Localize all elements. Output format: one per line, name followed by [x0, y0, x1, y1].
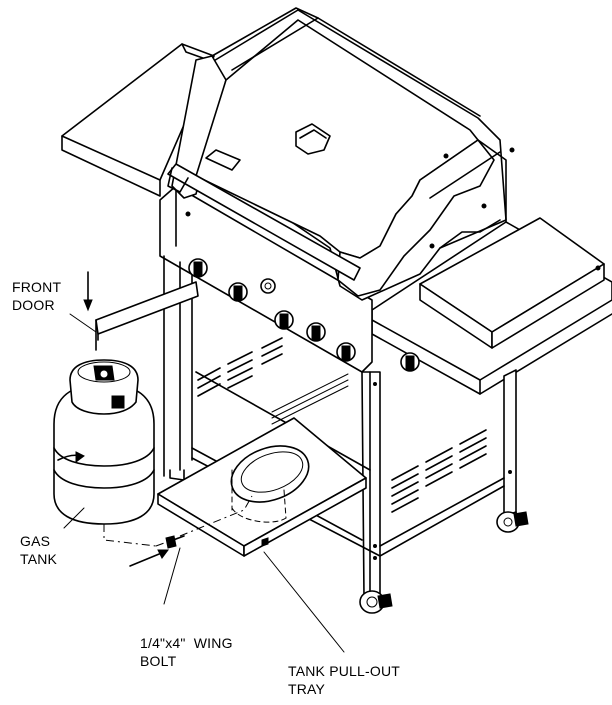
assembly-arrows	[83, 271, 169, 567]
wing-bolt-label-line1: 1/4"x4" WING	[140, 635, 233, 651]
side-burner-cover	[419, 217, 605, 349]
knob-2	[228, 282, 248, 302]
front-door-label-line2: DOOR	[12, 297, 55, 313]
tray-label-line1: TANK PULL-OUT	[288, 663, 401, 679]
gas-tank	[53, 359, 155, 525]
igniter-button	[260, 278, 276, 294]
gas-tank-label: GAS TANK	[20, 532, 57, 568]
casters	[359, 511, 529, 614]
wing-bolt-label-line2: BOLT	[140, 653, 177, 669]
rear-panel-vents	[197, 337, 487, 513]
tank-pull-out-tray	[157, 417, 367, 557]
tray-label-line2: TRAY	[288, 681, 326, 697]
control-knobs	[188, 258, 420, 372]
knob-4	[306, 322, 326, 342]
gas-tank-label-line1: GAS	[20, 533, 51, 549]
wing-bolt	[165, 535, 185, 549]
knob-1	[188, 258, 208, 278]
leader-lines	[63, 313, 345, 653]
tank-pull-out-tray-label: TANK PULL-OUT TRAY	[288, 662, 400, 698]
front-door-label-line1: FRONT	[12, 279, 62, 295]
caster-front-right	[359, 590, 393, 614]
wing-bolt-label: 1/4"x4" WING BOLT	[140, 634, 233, 670]
knob-5	[336, 342, 356, 362]
knob-side-burner	[400, 352, 420, 372]
front-door	[95, 281, 199, 351]
caster-rear-right	[496, 511, 529, 533]
left-side-shelf	[61, 43, 215, 197]
front-door-label: FRONT DOOR	[12, 278, 61, 314]
knob-3	[274, 310, 294, 330]
gas-tank-label-line2: TANK	[20, 551, 58, 567]
grill-hood	[167, 7, 515, 301]
